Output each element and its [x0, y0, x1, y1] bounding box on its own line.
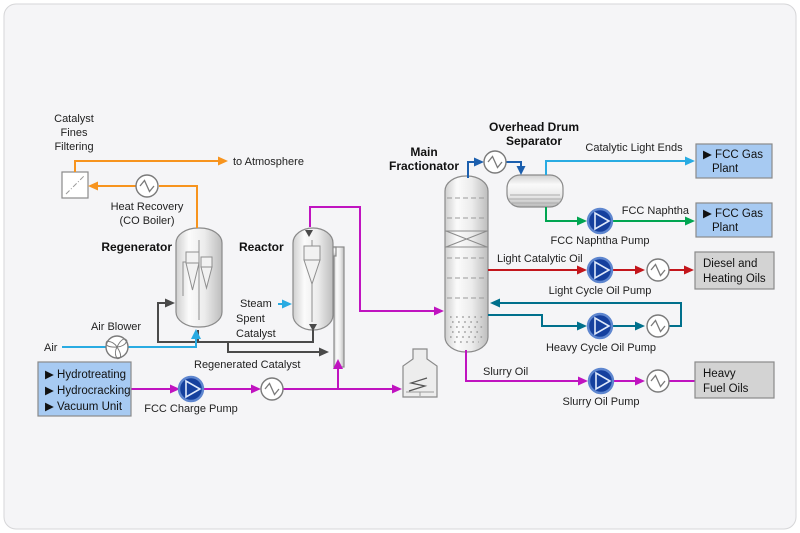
overhead-condenser-icon	[483, 150, 507, 174]
label-heavy-cycle-oil-pump: Heavy Cycle Oil Pump	[546, 342, 656, 354]
label-heat-recovery-1: Heat Recovery	[111, 201, 184, 213]
label-air: Air	[44, 342, 58, 354]
pumps	[177, 207, 615, 403]
heavy-cycle-oil-pump-icon	[586, 312, 614, 340]
label-fcc-naphtha-pump: FCC Naphtha Pump	[550, 235, 649, 247]
label-catalytic-light-ends: Catalytic Light Ends	[585, 142, 683, 154]
label-overhead-drum-2: Separator	[506, 134, 562, 148]
light-oil-cooler-icon	[646, 258, 670, 282]
feed-units-line-2: ▶ Hydrocracking	[45, 385, 131, 397]
feed-furnace	[402, 348, 438, 398]
slurry-oil-pump-icon	[587, 367, 615, 395]
background-card	[3, 3, 797, 530]
feed-units-box: ▶ Hydrotreating ▶ Hydrocracking ▶ Vacuum…	[37, 361, 132, 417]
label-overhead-drum-1: Overhead Drum	[489, 120, 579, 134]
label-catalyst-fines-1: Catalyst	[54, 113, 94, 125]
diagram-labels: Catalyst Fines Filtering to Atmosphere H…	[44, 113, 690, 415]
label-spent-catalyst-2: Catalyst	[236, 328, 276, 340]
fcc-gas-plant-box-top: ▶ FCC Gas Plant	[695, 143, 773, 179]
label-slurry-oil: Slurry Oil	[483, 366, 528, 378]
air-blower-icon	[105, 335, 129, 360]
heat-recovery-co-boiler-icon	[135, 174, 159, 198]
label-catalyst-fines-3: Filtering	[54, 141, 93, 153]
gas-plant-top-line-2: Plant	[712, 163, 739, 175]
regenerator-vessel	[175, 227, 223, 328]
catalyst-fines-filter-icon	[61, 171, 89, 199]
heavy-cycle-oil-loop	[488, 298, 682, 331]
label-slurry-oil-pump: Slurry Oil Pump	[562, 396, 639, 408]
slurry-oil-line	[465, 350, 578, 382]
label-light-catalytic-oil: Light Catalytic Oil	[497, 253, 583, 265]
heavy-fuel-line-2: Fuel Oils	[703, 383, 749, 395]
light-cycle-oil-pump-icon	[586, 256, 614, 284]
flue-gas-lines	[74, 156, 228, 228]
fcc-charge-pump-icon	[177, 375, 205, 403]
naphtha-line	[545, 207, 695, 226]
heavy-cycle-cooler-icon	[646, 314, 670, 338]
reactor-effluent-line	[309, 206, 434, 312]
packed-section	[445, 230, 488, 248]
label-regenerated-catalyst: Regenerated Catalyst	[194, 359, 300, 371]
riser-tube	[333, 246, 345, 368]
main-fractionator-column	[444, 175, 489, 353]
diesel-line-2: Heating Oils	[703, 273, 766, 285]
label-main-fractionator-1: Main	[410, 145, 437, 159]
label-main-fractionator-2: Fractionator	[389, 159, 459, 173]
heavy-fuel-line-1: Heavy	[703, 368, 736, 380]
label-fcc-charge-pump: FCC Charge Pump	[144, 403, 238, 415]
label-to-atmosphere: to Atmosphere	[233, 156, 304, 168]
fcc-gas-plant-box-bottom: ▶ FCC Gas Plant	[695, 202, 773, 238]
feed-lines	[131, 206, 695, 394]
label-catalyst-fines-2: Fines	[61, 127, 88, 139]
overhead-drum-separator-vessel	[506, 174, 564, 208]
spent-catalyst-line	[157, 302, 314, 343]
diesel-heating-oils-box: Diesel and Heating Oils	[694, 251, 775, 290]
overhead-line	[467, 157, 526, 178]
catalytic-light-ends-line	[545, 160, 685, 175]
label-heat-recovery-2: (CO Boiler)	[119, 215, 174, 227]
label-steam: Steam	[240, 298, 272, 310]
heavy-fuel-oils-box: Heavy Fuel Oils	[694, 361, 775, 399]
charge-heat-exchanger-icon	[260, 377, 284, 401]
label-fcc-naphtha: FCC Naphtha	[622, 205, 690, 217]
light-oil-line	[488, 265, 694, 275]
slurry-cooler-icon	[646, 369, 670, 393]
air-steam-lines	[62, 156, 695, 348]
feed-units-line-3: ▶ Vacuum Unit	[45, 401, 123, 413]
gas-plant-bottom-line-2: Plant	[712, 222, 739, 234]
label-air-blower: Air Blower	[91, 321, 141, 333]
bottom-packing-dots	[450, 316, 483, 343]
reactor-vessel	[292, 227, 345, 368]
gas-plant-top-line-1: ▶ FCC Gas	[703, 149, 763, 161]
label-spent-catalyst-1: Spent	[236, 313, 265, 325]
gas-plant-bottom-line-1: ▶ FCC Gas	[703, 208, 763, 220]
label-regenerator: Regenerator	[101, 240, 172, 254]
heat-exchangers	[135, 150, 670, 401]
label-light-cycle-oil-pump: Light Cycle Oil Pump	[549, 285, 652, 297]
fcc-naphtha-pump-icon	[586, 207, 614, 235]
feed-units-line-1: ▶ Hydrotreating	[45, 369, 126, 381]
label-reactor: Reactor	[239, 240, 284, 254]
diesel-line-1: Diesel and	[703, 258, 757, 270]
